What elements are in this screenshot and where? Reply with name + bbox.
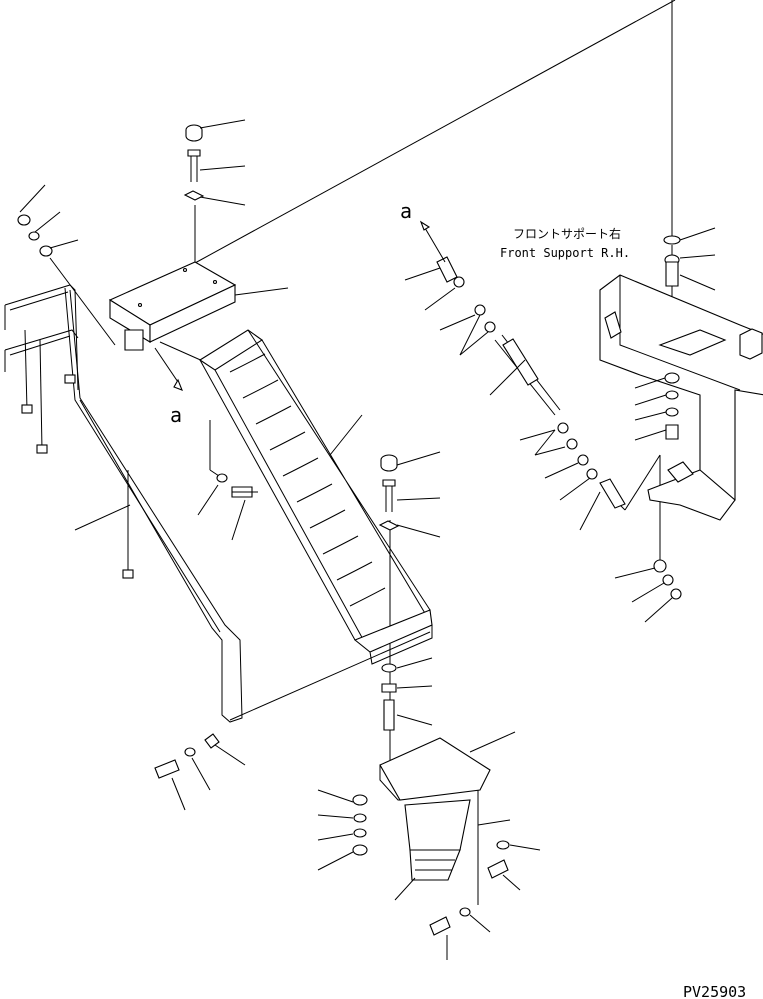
lower-step-assembly bbox=[317, 657, 541, 960]
center-stack bbox=[378, 451, 441, 538]
reference-a-lower: a bbox=[170, 403, 182, 427]
reference-a-upper: a bbox=[400, 199, 412, 223]
stair-ladder bbox=[198, 329, 433, 665]
front-support-label-jp: フロントサポート右 bbox=[513, 226, 621, 241]
front-support-label-en: Front Support R.H. bbox=[500, 246, 630, 260]
cylinder-assembly bbox=[404, 220, 626, 531]
mid-left-fasteners bbox=[197, 473, 258, 541]
upper-bracket-assembly bbox=[108, 119, 289, 351]
reference-a-arrow bbox=[154, 347, 181, 386]
front-support-rh bbox=[599, 227, 763, 623]
lower-left-fasteners bbox=[154, 733, 246, 811]
arrow-head bbox=[173, 378, 183, 391]
handrail bbox=[4, 284, 243, 723]
upper-left-fasteners bbox=[17, 184, 116, 346]
drawing-code: PV25903 bbox=[683, 983, 746, 999]
